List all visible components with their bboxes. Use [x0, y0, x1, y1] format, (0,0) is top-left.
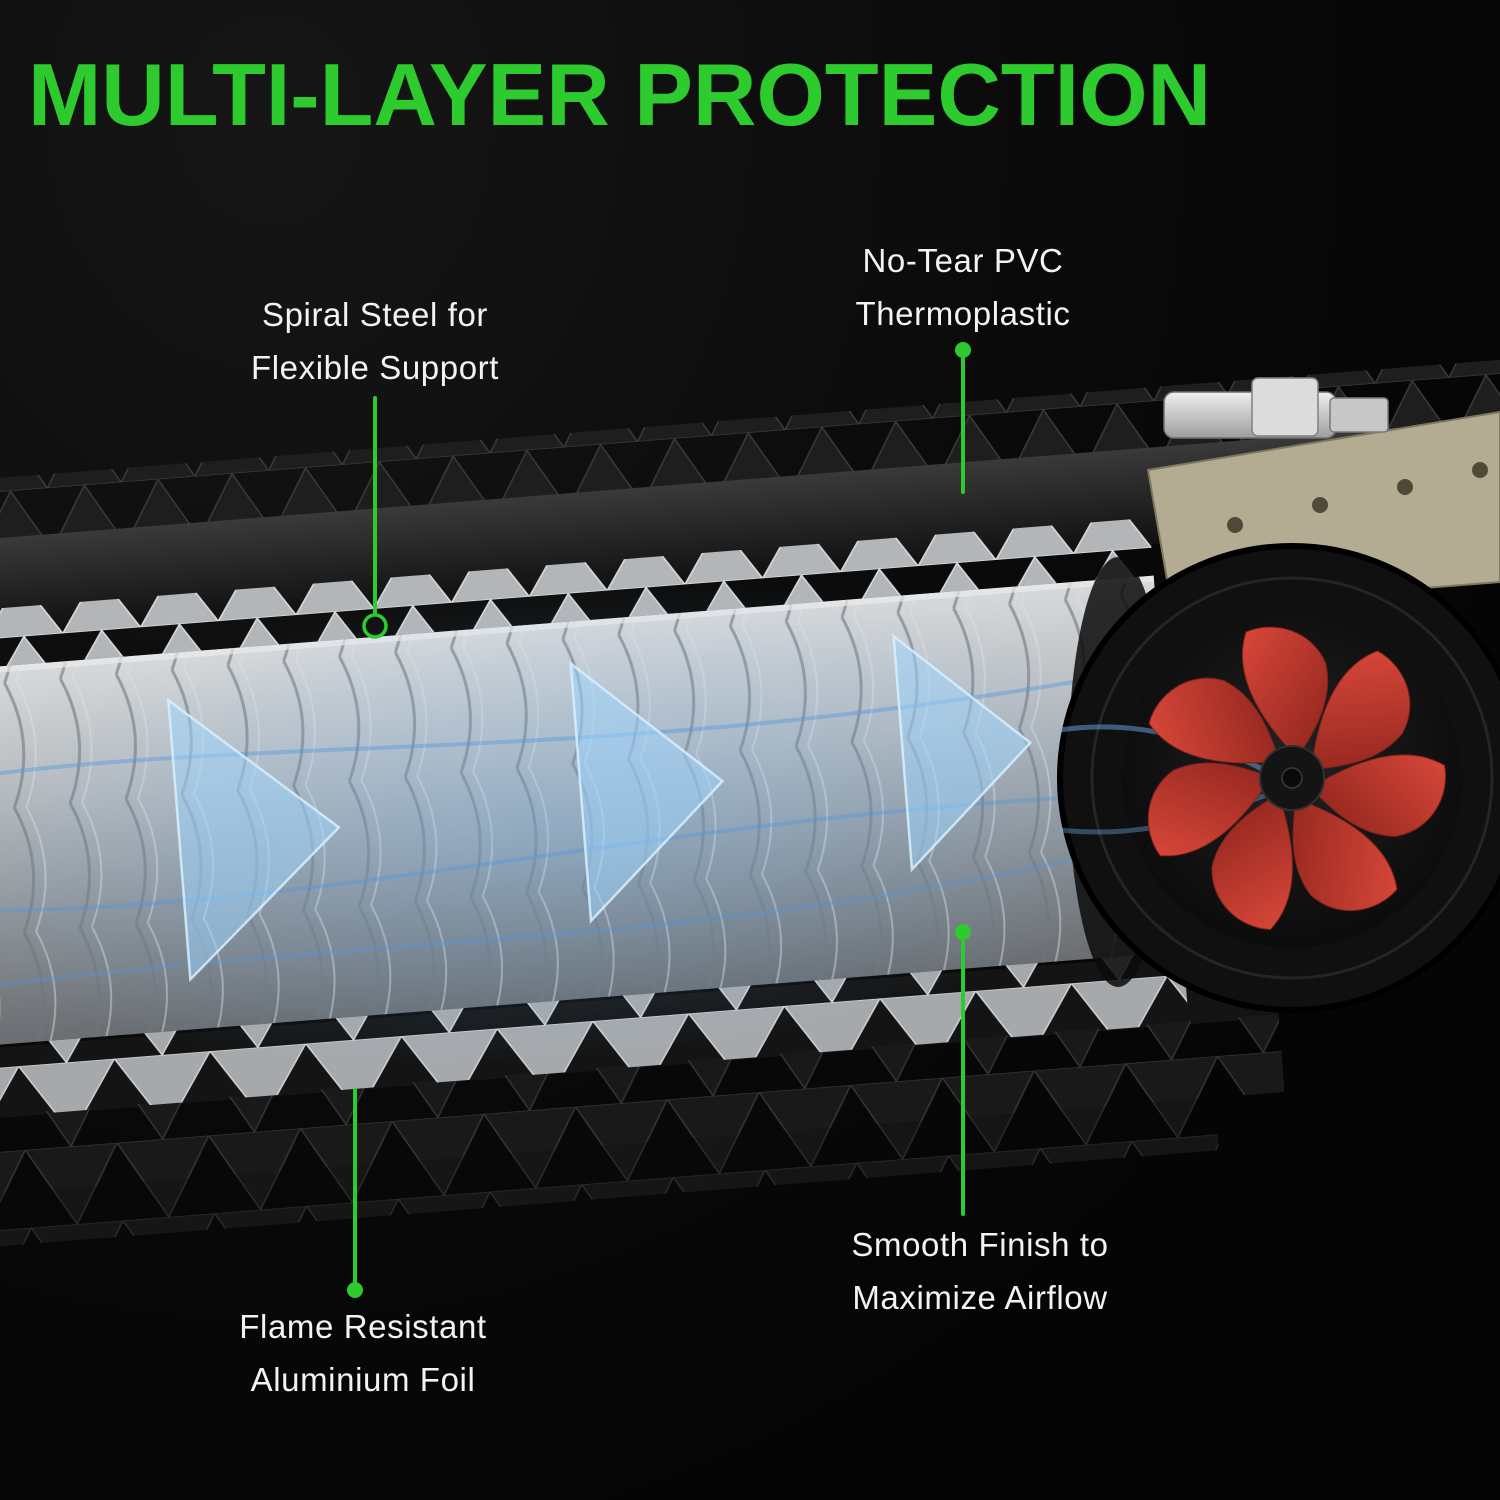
impeller-blade	[1241, 626, 1329, 755]
callout-spiral-steel-line1: Spiral Steel for	[261, 296, 489, 333]
clamp-screw	[1329, 397, 1389, 433]
callout-dot-foil	[347, 1282, 363, 1298]
callout-foil: Flame Resistant Aluminium Foil	[148, 1300, 578, 1407]
impeller-blade	[1292, 800, 1398, 912]
impeller-blade	[1147, 762, 1268, 857]
impeller-hub-cap	[1281, 767, 1303, 789]
inline-fan	[1057, 377, 1500, 1013]
impeller-blade	[1313, 754, 1446, 837]
callout-connectors	[347, 342, 971, 1298]
callout-foil-line2: Aluminium Foil	[250, 1361, 476, 1399]
airflow-arrow-2	[569, 660, 725, 924]
callout-foil-line1: Flame Resistant	[239, 1308, 487, 1345]
pvc-top-corrugation	[0, 356, 1500, 549]
flange-hole	[1472, 462, 1488, 478]
page-title: MULTI-LAYER PROTECTION	[28, 45, 1212, 144]
callout-smooth-finish-line1: Smooth Finish to	[851, 1226, 1109, 1263]
airflow-arrow-1	[166, 697, 341, 983]
airflow-arrow-3	[892, 633, 1033, 873]
airflow-glow	[0, 584, 1220, 1065]
pvc-bottom-corrugation-2	[0, 1072, 1219, 1247]
clamp-screw-housing	[1251, 377, 1319, 437]
impeller-blade	[1148, 677, 1279, 764]
callout-pvc-line1: No-Tear PVC	[862, 242, 1064, 279]
impeller-blade	[1311, 650, 1411, 770]
airflow-streamline	[0, 835, 1165, 997]
fan-impeller	[1147, 626, 1446, 931]
callout-pvc-line2: Thermoplastic	[855, 295, 1071, 333]
flex-duct	[0, 356, 1500, 1247]
callout-ring-spiral-steel	[362, 613, 388, 639]
airflow-arrows	[0, 584, 1220, 1065]
callout-smooth-finish-line2: Maximize Airflow	[852, 1279, 1108, 1317]
flange-hole	[1227, 517, 1243, 533]
callout-spiral-steel: Spiral Steel for Flexible Support	[160, 288, 590, 395]
impeller-blade	[1211, 795, 1293, 931]
flange-hole	[1397, 479, 1413, 495]
hose-clamp	[1163, 377, 1389, 439]
flange-hole	[1312, 497, 1328, 513]
callout-smooth-finish: Smooth Finish to Maximize Airflow	[765, 1218, 1195, 1325]
callout-spiral-steel-line2: Flexible Support	[250, 349, 500, 387]
fan-housing-rim	[1090, 576, 1494, 980]
callout-pvc: No-Tear PVC Thermoplastic	[748, 234, 1178, 341]
